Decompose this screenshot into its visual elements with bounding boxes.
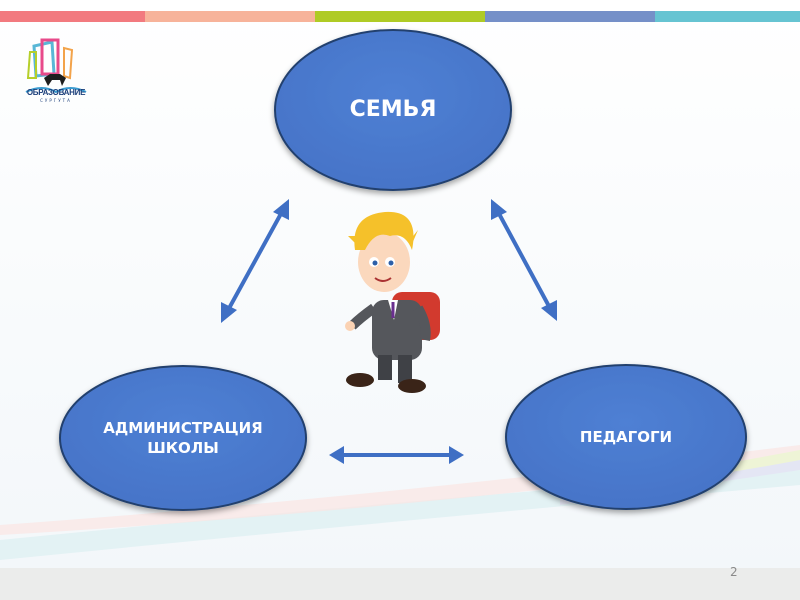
double-arrow-family-teachers: [491, 199, 557, 321]
double-arrow-administration-teachers: [329, 446, 464, 464]
family-label: СЕМЬЯ: [349, 97, 437, 123]
family-node: [274, 29, 512, 191]
teachers-node: [505, 364, 747, 510]
administration-label: АДМИНИСТРАЦИЯ ШКОЛЫ: [103, 418, 263, 457]
top-color-bar: [0, 11, 800, 22]
color-segment: [485, 11, 655, 22]
footer-band: [0, 568, 800, 600]
color-segment: [145, 11, 315, 22]
page-number: 2: [730, 565, 738, 579]
double-arrow-family-administration: [221, 199, 289, 323]
color-segment: [315, 11, 485, 22]
color-segment: [0, 11, 145, 22]
administration-node: [59, 365, 307, 511]
teachers-label: ПЕДАГОГИ: [579, 427, 673, 446]
logo-subtitle: СУРГУТА: [40, 98, 72, 103]
logo-icon: [25, 38, 87, 94]
color-segment: [655, 11, 800, 22]
decor-swoosh: [0, 445, 800, 535]
logo-title: ОБРАЗОВАНИЕ: [26, 88, 86, 97]
schoolboy-illustration: [345, 211, 440, 393]
